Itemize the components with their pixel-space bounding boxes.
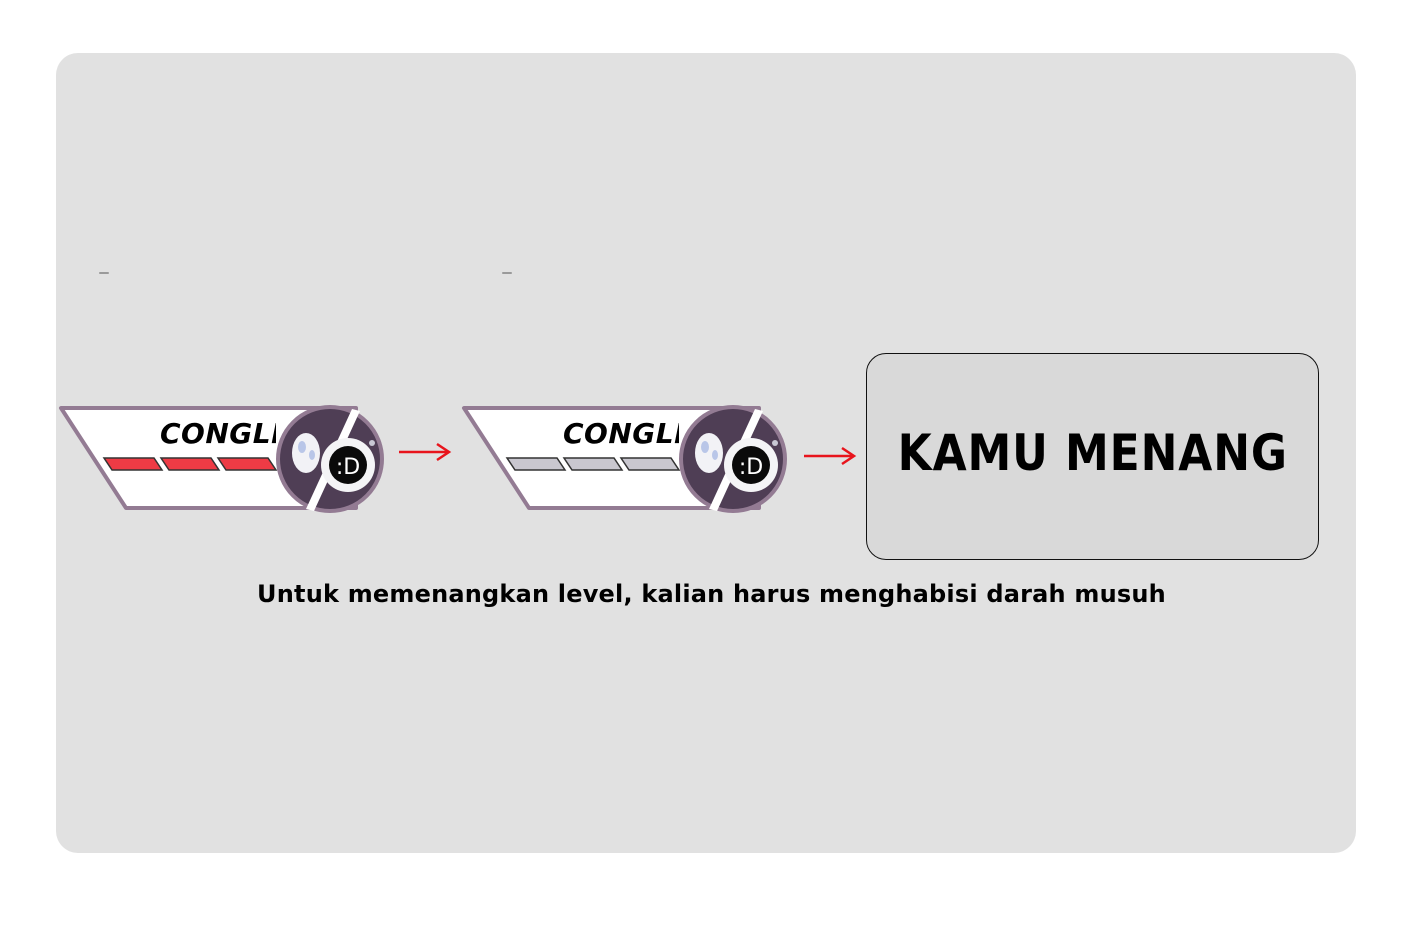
right-arrow-icon (399, 442, 452, 462)
enemy-hud-full-health: CONGLI :D (56, 403, 386, 515)
victory-label: KAMU MENANG (897, 423, 1288, 482)
enemy-name: CONGLI (563, 417, 679, 450)
health-segment (619, 457, 681, 471)
robot-mascot-icon: :D (276, 405, 384, 513)
health-segment (505, 457, 567, 471)
victory-message-box: KAMU MENANG (866, 353, 1319, 560)
right-arrow-icon (804, 446, 857, 466)
health-bar (505, 457, 681, 471)
instruction-caption: Untuk memenangkan level, kalian harus me… (257, 580, 1166, 608)
decor-speck (99, 272, 109, 274)
enemy-hud-empty-health: CONGLI :D (459, 403, 789, 515)
decor-speck (502, 272, 512, 274)
avatar-face: :D (739, 455, 763, 480)
health-segment (159, 457, 221, 471)
health-segment (562, 457, 624, 471)
enemy-name: CONGLI (160, 417, 276, 450)
health-segment (102, 457, 164, 471)
robot-mascot-icon: :D (679, 405, 787, 513)
health-bar (102, 457, 278, 471)
avatar-face: :D (336, 455, 360, 480)
health-segment (216, 457, 278, 471)
